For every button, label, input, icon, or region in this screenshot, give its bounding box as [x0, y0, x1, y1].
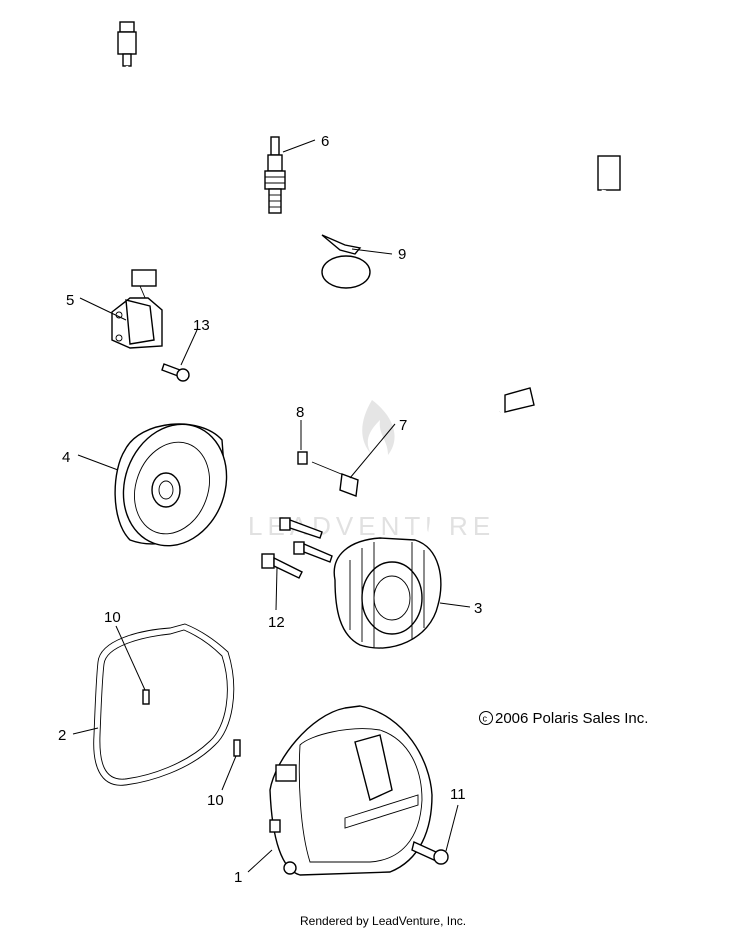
screw-13-part[interactable] [161, 363, 190, 382]
callout-10-upper: 10 [104, 609, 121, 626]
bolts-12-part[interactable] [261, 517, 333, 579]
gasket-part[interactable] [93, 623, 235, 786]
dowel-pin-part-2[interactable] [233, 739, 241, 757]
flywheel-part[interactable] [107, 410, 243, 561]
callout-13: 13 [193, 317, 210, 334]
callout-9: 9 [398, 246, 406, 263]
cable-tie-part[interactable] [321, 234, 371, 289]
magneto-cover-part[interactable] [269, 705, 433, 876]
clip-part[interactable] [311, 461, 359, 497]
callout-6: 6 [321, 133, 329, 150]
copyright-icon [479, 711, 493, 725]
footer-credit: Rendered by LeadVenture, Inc. [300, 914, 466, 928]
stator-part[interactable] [333, 155, 621, 649]
screw-8-part[interactable] [297, 451, 308, 465]
bolt-11-part[interactable] [411, 841, 449, 865]
callout-2: 2 [58, 727, 66, 744]
leader-lines [72, 139, 471, 873]
callout-3: 3 [474, 600, 482, 617]
callout-11: 11 [450, 786, 466, 803]
callout-labels: 1 2 3 4 5 6 7 8 9 10 10 11 12 13 [58, 133, 482, 886]
trigger-coil-part[interactable] [111, 21, 163, 349]
copyright-notice: c 2006 Polaris Sales Inc. [479, 710, 648, 727]
dowel-pin-part[interactable] [142, 689, 150, 705]
callout-12: 12 [268, 614, 285, 631]
callout-8: 8 [296, 404, 304, 421]
callout-4: 4 [62, 449, 70, 466]
spark-plug-part[interactable] [264, 136, 286, 214]
callout-5: 5 [66, 292, 74, 309]
callout-7: 7 [399, 417, 407, 434]
callout-10-lower: 10 [207, 792, 224, 809]
copyright-symbol: c [483, 714, 488, 724]
callout-1: 1 [234, 869, 242, 886]
copyright-text: 2006 Polaris Sales Inc. [495, 710, 648, 727]
